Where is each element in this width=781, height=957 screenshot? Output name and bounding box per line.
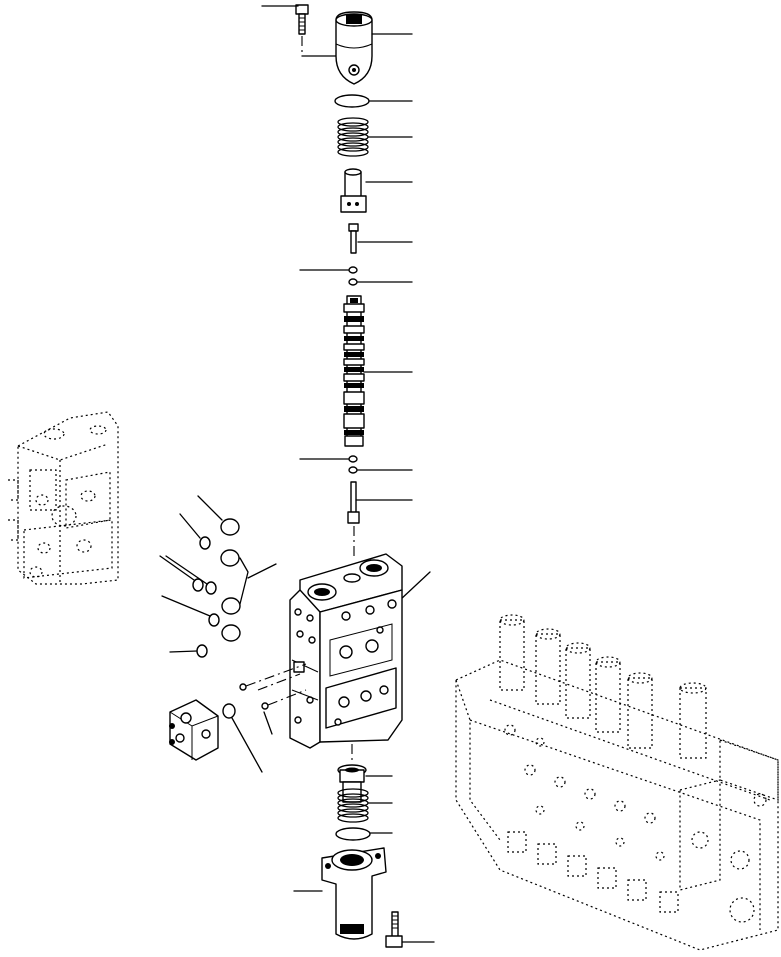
valve-section-housing <box>289 553 403 749</box>
small-oring-d <box>348 466 358 474</box>
flange-block <box>169 699 219 761</box>
main-valve-assembly-reference <box>455 614 779 951</box>
spring-top <box>337 117 369 157</box>
small-oring-b <box>348 278 358 286</box>
oring-bottom <box>335 827 371 841</box>
seal-set <box>192 518 241 658</box>
callout-seal-set <box>247 563 277 579</box>
pin <box>347 481 360 524</box>
callout-flange-small-oring <box>263 711 273 735</box>
spring-retainer-top <box>340 168 367 213</box>
flange-small-oring-b <box>261 702 269 710</box>
section-housing-reference <box>8 411 119 585</box>
oring-top <box>334 94 370 108</box>
seal-set-leaders <box>159 495 277 653</box>
flange-axis-lines <box>245 663 307 706</box>
spring-bottom <box>337 788 369 823</box>
spool <box>343 295 365 447</box>
callout-leaders-left <box>261 5 350 892</box>
spring-retainer-bottom <box>337 764 367 803</box>
callout-housing <box>399 571 431 601</box>
small-oring-c <box>348 455 358 463</box>
flange-small-oring-a <box>239 683 247 691</box>
bolt-bottom <box>385 911 403 948</box>
callout-leaders-right <box>355 33 435 943</box>
pilot-cap-top <box>335 11 373 85</box>
small-oring-a <box>348 266 358 274</box>
callout-flange-oring <box>231 717 263 773</box>
flange-oring <box>222 703 236 719</box>
pilot-cap-bottom <box>321 847 387 940</box>
bolt-top <box>295 4 309 35</box>
stopper-pin-top <box>348 223 359 254</box>
